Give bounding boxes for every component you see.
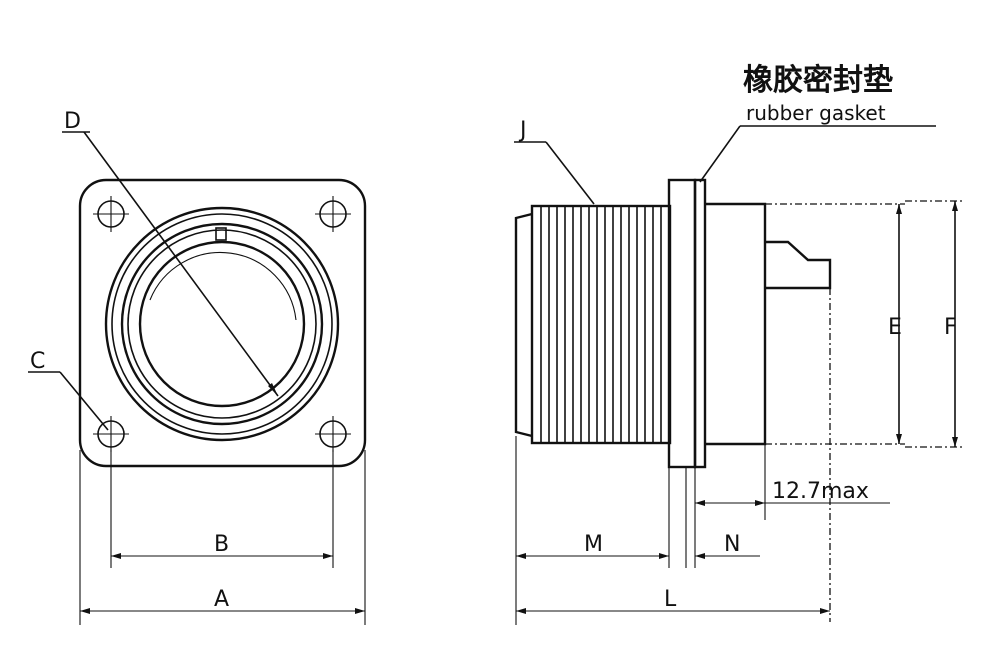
inner-arc [149,251,297,321]
e-arrow-top [896,204,902,214]
b-label: B [214,532,229,557]
ring-2 [111,213,333,435]
rubber-gasket [693,178,707,469]
l-label: L [664,587,677,612]
b-arrow-right [323,553,333,559]
b-arrow-left [111,553,121,559]
d-label: D [64,109,81,134]
front-view: D C B A [28,109,367,625]
l-arrow-right [820,608,830,614]
mounting-hole-bl [93,416,129,452]
d-leader [83,131,279,397]
thread-lines [540,206,662,443]
flange-side [667,178,697,469]
outer-ring [104,206,340,442]
j-label: J [518,118,527,143]
barrel-nose [514,212,533,438]
key-notch [215,227,227,241]
side-view: E F J 橡胶密封垫 rubber gasket 12.7max M [514,63,962,625]
e-label: E [888,315,902,340]
n-label: N [724,532,740,557]
f-label: F [944,315,957,340]
contact-tab [765,240,832,290]
a-label: A [214,587,229,612]
a-arrow-left [80,608,90,614]
j-leader [545,141,595,205]
c-label: C [30,349,45,374]
max-arrow-left [695,500,705,506]
m-label: M [584,532,603,557]
mounting-hole-tl [93,196,129,232]
m-arrow-right [659,553,669,559]
max-label: 12.7max [772,479,869,504]
l-arrow-left [516,608,526,614]
mounting-hole-br [315,416,351,452]
ring-4 [127,229,317,419]
m-arrow-left [516,553,526,559]
ring-3 [120,222,324,426]
gasket-label-en: rubber gasket [746,101,886,125]
gasket-label-cn: 橡胶密封垫 [743,63,893,98]
barrel-body [530,204,672,445]
c-leader [59,371,109,431]
a-arrow-right [355,608,365,614]
e-arrow-bottom [896,434,902,444]
f-arrow-bottom [952,437,958,447]
d-arrow [268,383,278,396]
inner-ring [138,240,306,408]
flange-outline [78,178,367,468]
mounting-hole-tr [315,196,351,232]
max-arrow-right [755,500,765,506]
n-arrow-left [695,553,705,559]
gasket-leader [699,125,741,183]
f-arrow-top [952,201,958,211]
rear-housing [705,202,767,446]
